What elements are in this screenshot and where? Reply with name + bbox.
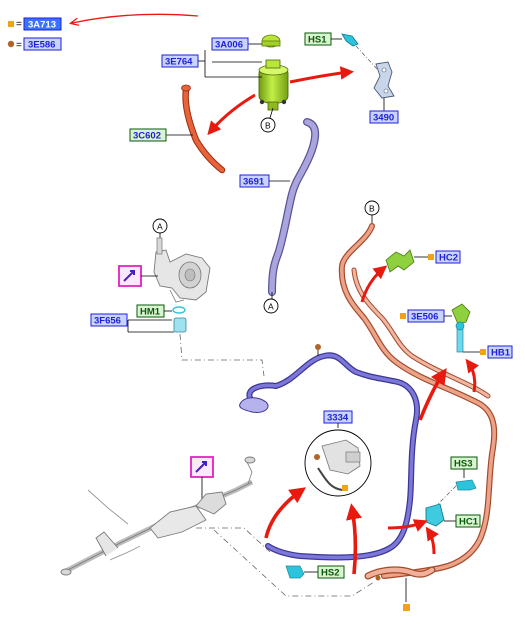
routing-line-pump-to-pressure-hose	[179, 333, 265, 377]
callout-box-3C602[interactable]	[129, 128, 167, 142]
callout-3490[interactable]: 3490	[373, 113, 394, 124]
clip-hm1-icon[interactable]	[172, 306, 186, 314]
fastener-hs1-icon[interactable]	[341, 33, 359, 47]
callout-box-HC1[interactable]	[455, 514, 481, 528]
connector-a-hose-end	[263, 298, 279, 314]
callout-HS1[interactable]: HS1	[308, 35, 327, 46]
callout-3691[interactable]: 3691	[243, 177, 265, 188]
connector-b-reservoir-label: B	[265, 121, 271, 131]
callout-3334[interactable]: 3334	[327, 413, 349, 424]
clip-hc2-icon[interactable]	[385, 249, 415, 273]
bracket-3490-icon[interactable]	[373, 61, 395, 99]
routing-line-gear-to-return	[213, 529, 375, 597]
arrow-to-3e506	[418, 367, 447, 421]
pump-icon[interactable]	[153, 237, 211, 303]
arrow-to-filler-neck	[207, 93, 256, 136]
callout-HM1[interactable]: HM1	[140, 307, 161, 318]
callout-box-HC2[interactable]	[435, 250, 461, 264]
reservoir-assembly	[204, 34, 289, 119]
legend-code-box-1[interactable]	[23, 17, 62, 31]
legend-code-2[interactable]: 3E586	[28, 40, 55, 51]
arrow-up-center	[346, 503, 362, 575]
arrow-to-hc2	[360, 265, 388, 303]
return-hose-bottom-dot	[375, 575, 381, 581]
clip-hc1-icon[interactable]	[425, 503, 445, 527]
arrow-to-hc1	[387, 519, 428, 532]
callout-box-HS2[interactable]	[317, 565, 345, 579]
callout-HB1[interactable]: HB1	[491, 348, 511, 359]
callout-box-HB1[interactable]	[487, 345, 513, 359]
bracket-3e506-icon[interactable]	[451, 303, 471, 325]
legend-brown-dot-icon	[7, 40, 15, 48]
arrow-to-bracket	[289, 66, 355, 84]
steering-gear-icon[interactable]	[60, 456, 256, 576]
pump-outlet-fitting-icon[interactable]	[173, 317, 187, 333]
arrow-to-hb1	[465, 358, 480, 393]
callout-3A006[interactable]: 3A006	[215, 40, 243, 51]
callout-box-3A006[interactable]	[211, 37, 249, 51]
fastener-hs2-icon[interactable]	[285, 565, 305, 579]
arrow-to-3334-detail	[264, 487, 306, 539]
callout-HS3[interactable]: HS3	[454, 459, 472, 470]
detail-orange-square-icon	[342, 485, 348, 491]
detail-3334-fitting-icon[interactable]	[317, 439, 361, 491]
callout-3C602[interactable]: 3C602	[133, 131, 161, 142]
routing-line-gear-to-hose	[196, 527, 271, 553]
fastener-hs3-icon[interactable]	[455, 479, 477, 491]
callout-box-3691[interactable]	[239, 174, 270, 188]
connector-b-reservoir	[260, 117, 276, 133]
connector-b-return-top-label: B	[369, 204, 375, 214]
pressure-hose-icon[interactable]	[239, 352, 420, 561]
return-hose-orange-square-icon	[403, 604, 410, 611]
connector-a-pump-top-label: A	[157, 222, 163, 232]
callout-HC2[interactable]: HC2	[439, 253, 458, 264]
callout-HS2[interactable]: HS2	[321, 568, 339, 579]
annotation-pointer-arrow	[72, 13, 199, 23]
arrow-to-clip-under	[425, 526, 439, 555]
return-hose-icon[interactable]	[338, 223, 498, 580]
callout-3E764[interactable]: 3E764	[165, 57, 193, 68]
legend-code-box-2[interactable]	[23, 37, 62, 51]
legend-equals-2: =	[16, 40, 22, 51]
callout-3F656[interactable]: 3F656	[94, 316, 121, 327]
detail-marker-dot	[314, 454, 320, 460]
callout-box-3F656[interactable]	[90, 313, 128, 327]
pressure-hose-marker-dot	[315, 344, 321, 350]
callout-box-3490[interactable]	[369, 110, 399, 124]
callout-HC1[interactable]: HC1	[459, 517, 479, 528]
connector-a-hose-end-label: A	[268, 302, 274, 312]
legend-code-1[interactable]: 3A713	[28, 20, 56, 31]
callout-3E506[interactable]: 3E506	[411, 312, 438, 323]
legend: = 3A713 = 3E586	[7, 17, 62, 51]
hose-3691-icon[interactable]	[268, 118, 320, 296]
legend-orange-square-icon	[8, 21, 14, 27]
legend-equals-1: =	[16, 19, 22, 30]
